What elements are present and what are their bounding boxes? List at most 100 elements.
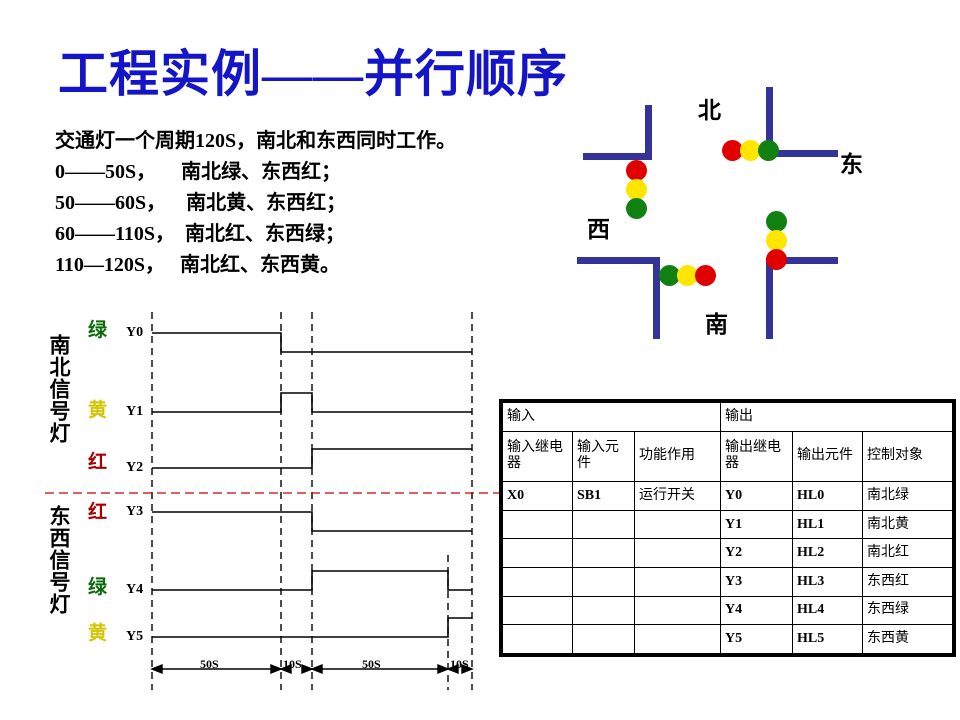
direction-label-west: 西 [587,217,610,242]
cell-out-elem: HL2 [792,538,864,569]
cell-func [633,624,722,654]
cell-func: 运行开关 [633,481,722,511]
table-row: Y4 HL4 东西绿 [502,595,954,626]
road-ne-horizontal [766,150,838,157]
cell-func [633,595,722,626]
description-line-5: 110—120S， 南北红、东西黄。 [55,254,341,276]
road-nw-horizontal [583,153,652,160]
cell-out-relay: Y1 [720,509,794,540]
road-se-horizontal [766,257,838,264]
timing-diagram: 南北信号灯 东西信号灯 绿 黄 红 红 绿 黄 Y0 Y1 Y2 Y3 Y4 Y… [0,300,500,700]
timing-color-label-ns-red: 红 [88,452,108,473]
cell-in-relay [502,595,573,626]
cell-out-relay: Y2 [720,538,794,569]
intersection-diagram: 北 东 西 南 [570,85,960,340]
road-ne-vertical [766,87,773,157]
span-arrow-2-head-left [279,663,292,675]
table-col-header-target: 控制对象 [862,430,954,483]
cell-in-elem [572,538,635,569]
timing-signal-label-y3: Y3 [126,504,144,519]
timing-waveform-y5 [152,617,472,638]
timing-waveform-y3 [152,511,472,532]
timing-span-label-2: 10S [283,657,302,671]
page-title: 工程实例——并行顺序 [58,46,568,102]
table-row: Y3 HL3 东西红 [502,567,954,597]
table-col-header-input-relay: 输入继电器 [502,430,573,483]
cell-target: 南北红 [862,538,954,569]
table-row: Y1 HL1 南北黄 [502,509,954,540]
cell-in-elem [572,509,635,540]
cell-out-elem: HL3 [792,567,864,597]
direction-label-north: 北 [698,98,721,123]
cell-in-relay [502,509,573,540]
cell-func [633,567,722,597]
signal-se-lamp-green [766,211,787,232]
timing-span-label-4: 10S [450,657,469,671]
span-arrow-3-head-right [437,663,450,675]
signal-sw-lamp-red [695,265,716,286]
span-arrow-2-head-right [301,663,314,675]
signal-se-lamp-red [766,249,787,270]
cell-out-elem: HL5 [792,624,864,654]
signal-nw-lamp-yellow [626,179,647,200]
road-nw-vertical [645,105,652,160]
table-col-header-function: 功能作用 [633,430,722,483]
table-row-column-header: 输入继电器 输入元件 功能作用 输出继电器 输出元件 控制对象 [502,430,954,483]
timing-signal-label-y4: Y4 [126,582,144,597]
cell-target: 东西绿 [862,595,954,626]
timing-group-label-east-west: 东西信号灯 [47,505,71,615]
signal-nw-lamp-green [626,198,647,219]
span-arrow-4-head-right [461,663,474,675]
road-se-vertical [766,257,773,339]
cell-target: 南北黄 [862,509,954,540]
timing-waveform-y4 [152,570,472,591]
cell-in-elem [572,624,635,654]
timing-color-label-ns-green: 绿 [88,320,108,341]
timing-color-label-ew-yellow: 黄 [88,623,108,644]
timing-signal-label-y5: Y5 [126,629,144,644]
signal-nw-lamp-red [626,160,647,181]
description-block: 交通灯一个周期120S，南北和东西同时工作。 0——50S， 南北绿、东西红； … [55,126,575,281]
timing-waveform-y2 [152,448,472,469]
timing-signal-label-y0: Y0 [126,325,144,340]
cell-in-relay [502,567,573,597]
span-arrow-4-head-left [446,663,459,675]
description-line-4: 60——110S， 南北红、东西绿； [55,223,346,245]
io-mapping-table: 输入 输出 输入继电器 输入元件 功能作用 输出继电器 输出元件 控制对象 X0… [499,399,956,657]
timing-span-label-1: 50S [200,657,219,671]
table-row: Y2 HL2 南北红 [502,538,954,569]
table-row: X0 SB1 运行开关 Y0 HL0 南北绿 [502,481,954,511]
table-col-header-output-element: 输出元件 [792,430,864,483]
cell-func [633,509,722,540]
cell-target: 东西红 [862,567,954,597]
table-group-header-output: 输出 [720,402,954,432]
direction-label-south: 南 [705,312,728,337]
timing-group-label-north-south: 南北信号灯 [47,334,71,444]
timing-span-label-3: 50S [362,657,381,671]
span-arrow-3-head-left [310,663,323,675]
timing-waveform-svg [45,312,500,690]
table-group-header-input: 输入 [501,402,722,432]
cell-in-elem [572,567,635,597]
timing-waveform-y1 [152,392,472,413]
timing-color-label-ew-red: 红 [88,502,108,523]
timing-signal-label-y1: Y1 [126,404,144,419]
cell-in-relay: X0 [502,481,573,511]
signal-ne-lamp-yellow [740,140,761,161]
description-line-3: 50——60S， 南北黄、东西红； [55,192,347,214]
cell-out-elem: HL4 [792,595,864,626]
description-line-1: 交通灯一个周期120S，南北和东西同时工作。 [55,130,457,152]
cell-out-relay: Y3 [720,567,794,597]
table-row-group-header: 输入 输出 [501,402,954,432]
signal-sw-lamp-green [659,265,680,286]
direction-label-east: 东 [840,152,863,177]
cell-in-relay [502,538,573,569]
signal-se-lamp-yellow [766,230,787,251]
timing-signal-label-y2: Y2 [126,460,144,475]
cell-in-elem: SB1 [572,481,635,511]
cell-out-elem: HL1 [792,509,864,540]
timing-waveform-y0 [152,332,472,353]
span-arrow-1-head-right [270,663,283,675]
cell-out-relay: Y4 [720,595,794,626]
